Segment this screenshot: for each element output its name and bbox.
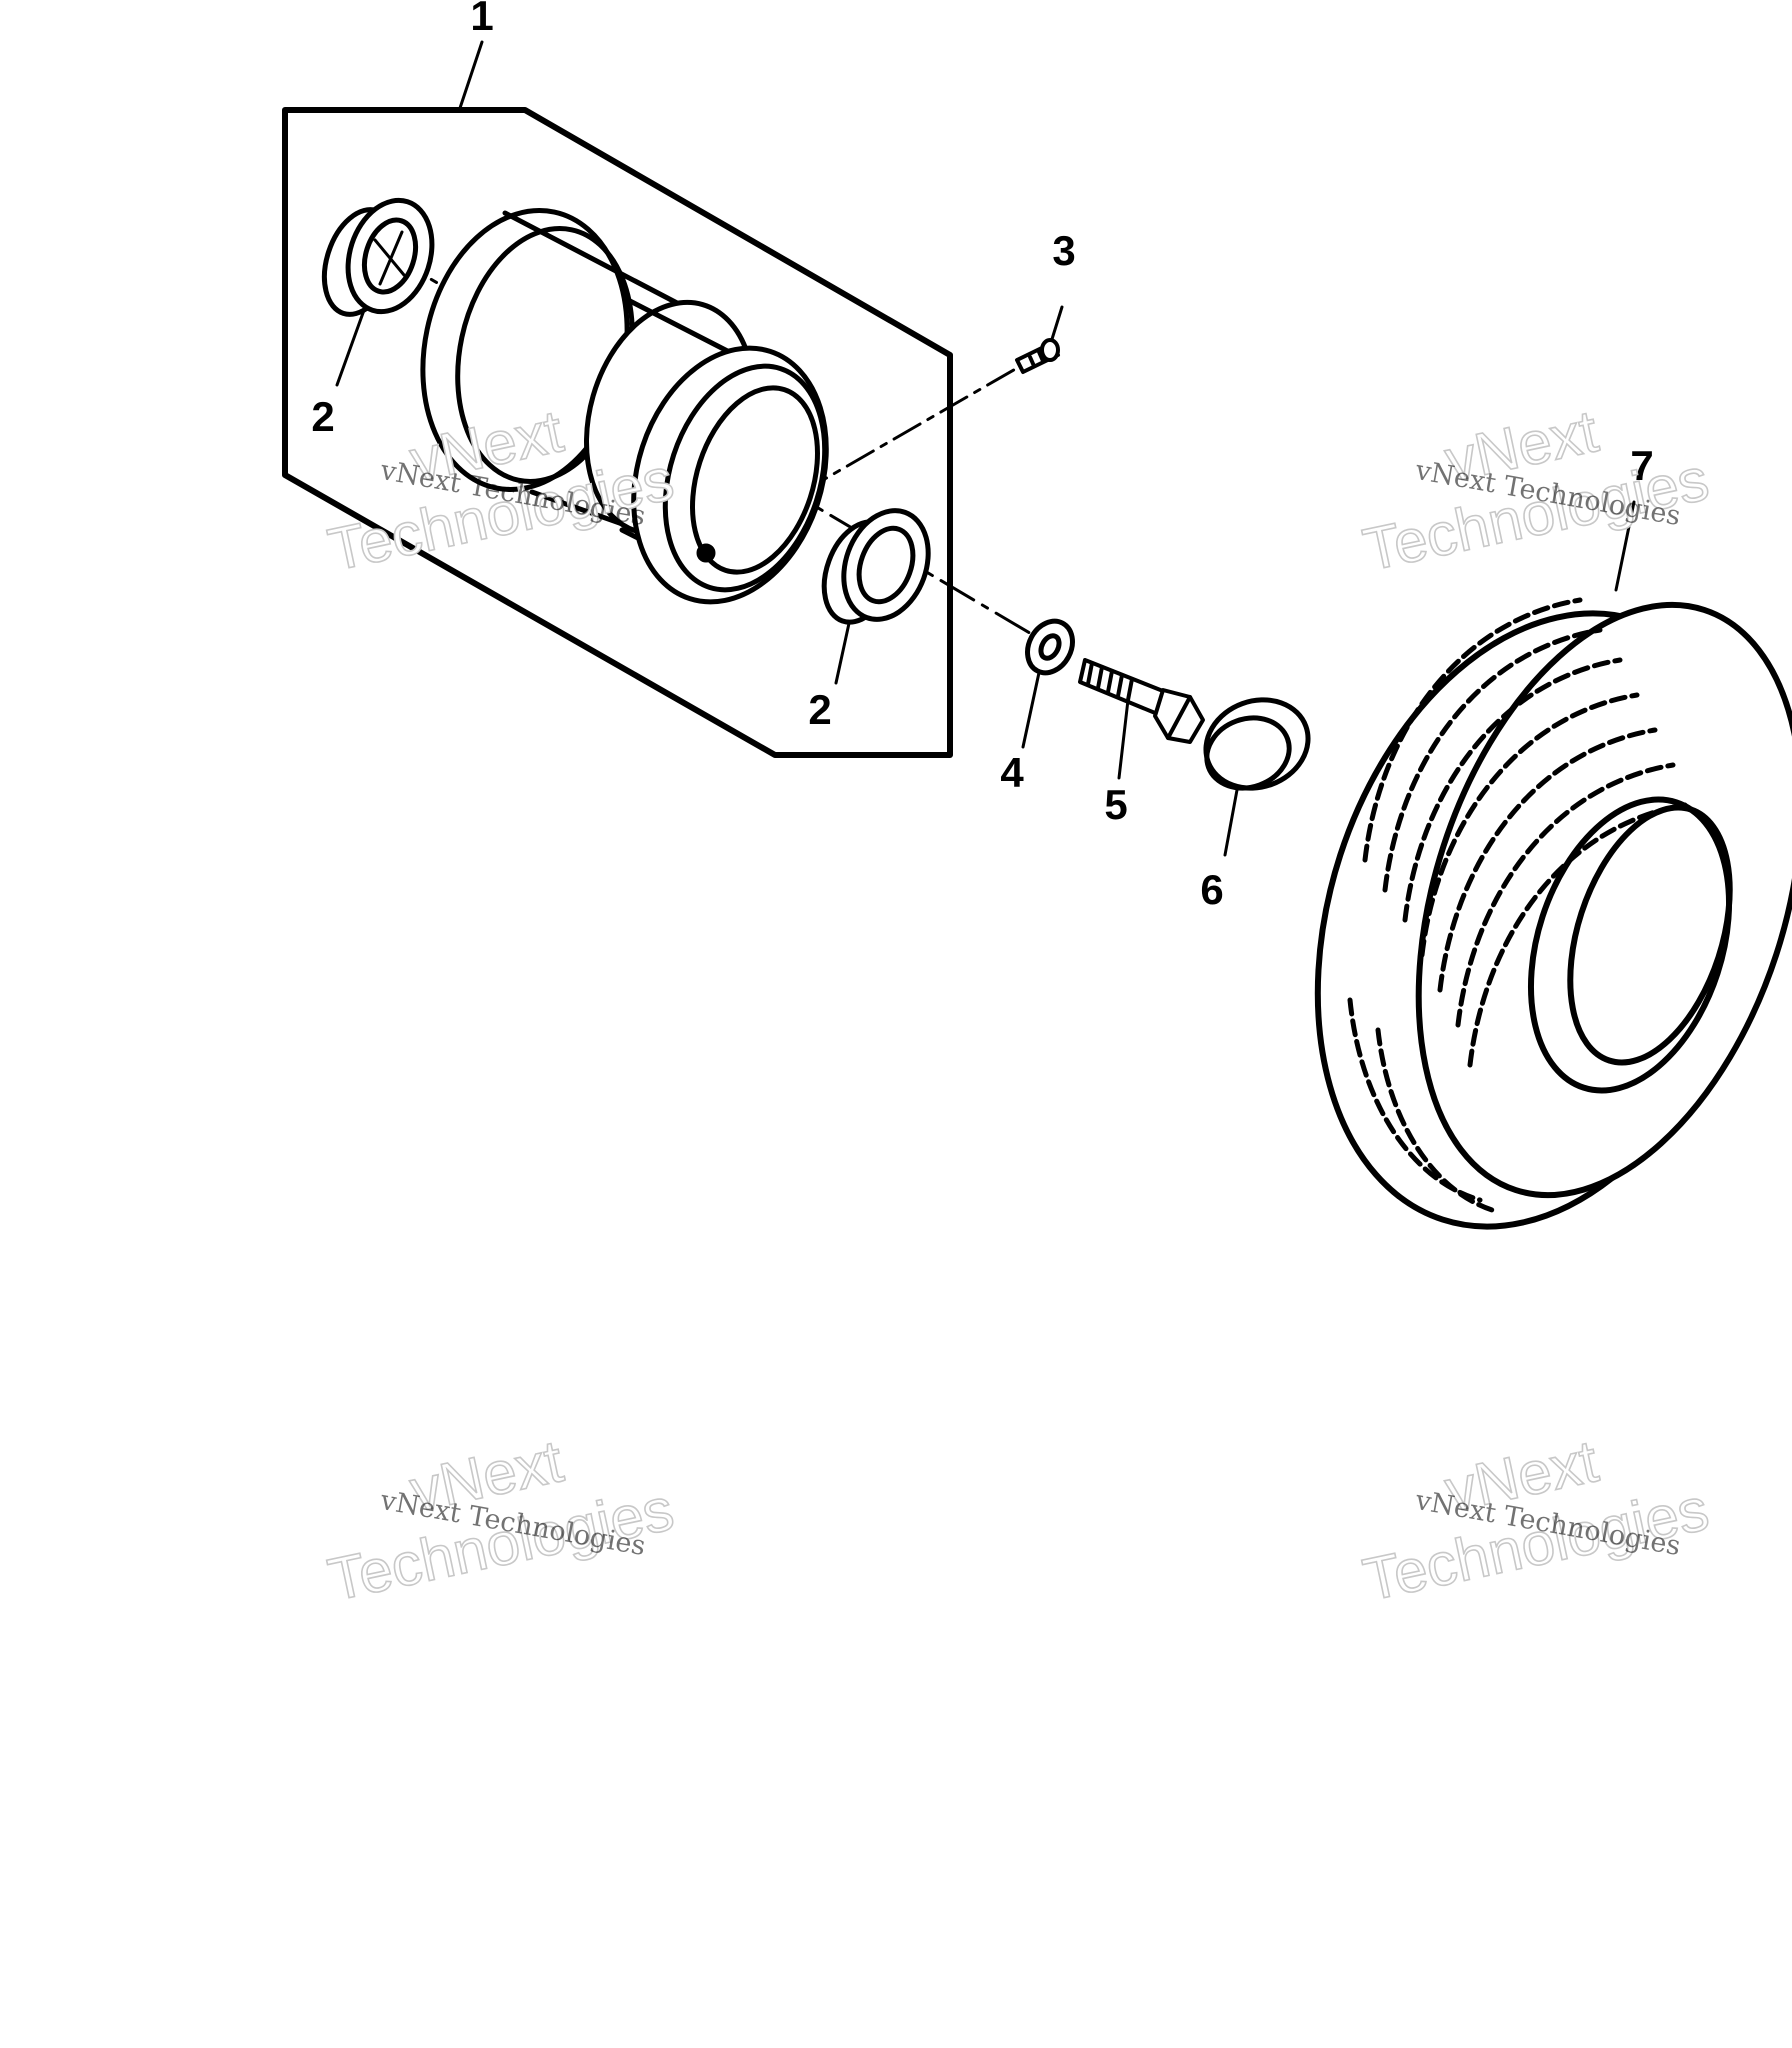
cap-screw: [1078, 658, 1205, 744]
callout-2-left: 2: [311, 393, 334, 440]
bearing-left: [321, 197, 435, 317]
callout-1: 1: [470, 0, 493, 39]
bearing-right: [821, 508, 931, 625]
grease-fitting: [1015, 338, 1060, 374]
tire-tread: [1347, 597, 1688, 1213]
callout-3: 3: [1052, 227, 1075, 274]
wheel-rim: [420, 208, 829, 605]
assembly-outline: [282, 107, 953, 758]
callout-4: 4: [1000, 749, 1024, 796]
leader-lines: [335, 40, 1636, 857]
watermark-top-right: vNext Technologies vNext Technologies: [1357, 396, 1715, 584]
callout-5: 5: [1104, 781, 1127, 828]
watermark-bottom-left: vNext Technologies vNext Technologies: [322, 1426, 680, 1614]
callout-labels: 1 2 2 3 4 5 6 7: [311, 0, 1653, 913]
svg-text:vNext: vNext: [404, 1427, 568, 1524]
callout-7: 7: [1630, 442, 1653, 489]
cap: [1203, 697, 1311, 791]
tire: [1314, 597, 1792, 1230]
callout-2-right: 2: [808, 686, 831, 733]
washer: [1025, 618, 1075, 676]
callout-6: 6: [1200, 866, 1223, 913]
watermark-bottom-right: vNext Technologies vNext Technologies: [1357, 1426, 1715, 1614]
